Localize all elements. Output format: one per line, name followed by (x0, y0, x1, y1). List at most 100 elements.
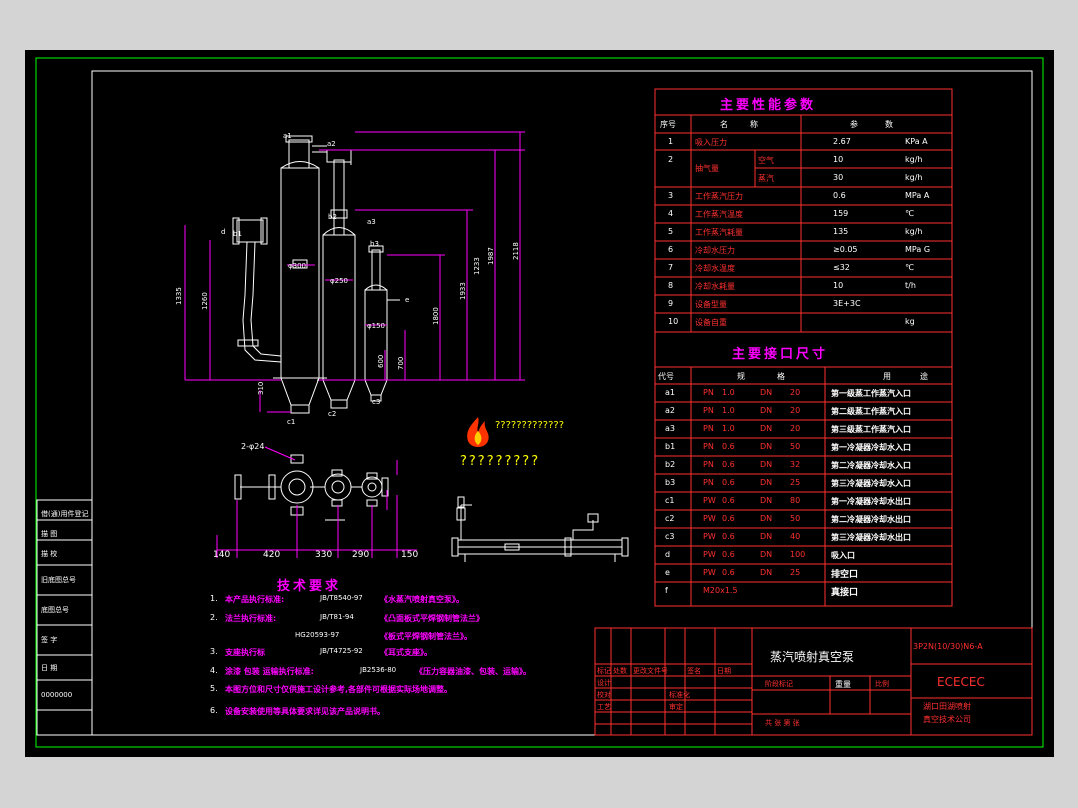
perf-row-unit: MPa G (905, 245, 931, 254)
perf-row-unit: t/h (905, 281, 916, 290)
perf-row-no: 9 (668, 299, 674, 308)
perf-row-unit: ℃ (905, 263, 914, 272)
nozzle-row-diameter: 20 (790, 388, 801, 397)
perf-row-value: 10 (833, 281, 844, 290)
perf-row-unit: MPa A (905, 191, 930, 200)
stage-label: 阶段标记 (765, 680, 793, 688)
tech-req-text: 支座执行标 (225, 648, 265, 657)
diameter-dim: φ250 (330, 277, 348, 285)
perf-row-value: ≤32 (833, 263, 850, 272)
elevation-height-dim: 1800 (432, 307, 440, 325)
drawing-code: ECECEC (937, 675, 985, 689)
perf-row-name: 工作蒸汽压力 (695, 192, 743, 201)
nozzle-row-pn: PN (703, 478, 714, 487)
nozzle-row-pressure: 0.6 (722, 514, 735, 523)
nozzle-row-code: f (665, 586, 668, 595)
nozzle-row-pn: PW (703, 550, 716, 559)
diameter-dim: φ150 (367, 322, 385, 330)
strip-label: 描 图 (41, 530, 58, 538)
sheet-label: 共 张 第 张 (765, 719, 800, 727)
nozzle-row-pressure: 0.6 (722, 478, 735, 487)
nozzle-row-pn: PW (703, 532, 716, 541)
nozzle-row-pn: PW (703, 514, 716, 523)
nozzle-row-dn: DN (760, 460, 773, 469)
nozzle-row-dn: DN (760, 496, 773, 505)
tech-req-standard: HG20593-97 (295, 631, 340, 639)
perf-row-unit: kg/h (905, 155, 923, 164)
nozzle-row-dn: DN (760, 532, 773, 541)
perf-row-name: 吸入压力 (695, 138, 727, 147)
elevation-height-dim: 1933 (459, 282, 467, 300)
perf-row-name: 冷却水压力 (695, 246, 735, 255)
nozzle-row-code: b2 (665, 460, 676, 469)
tech-req-number: 6. (210, 706, 218, 715)
outer-frame (35, 57, 1044, 748)
check-label: 校对 (597, 691, 611, 699)
perf-row-no: 4 (668, 209, 674, 218)
nozzle-tag: a1 (283, 132, 292, 140)
nozzle-tag: b2 (328, 213, 337, 221)
perf-row-name: 设备自重 (695, 318, 727, 327)
company-line-2: 真空技术公司 (923, 715, 971, 724)
tech-req-number: 2. (210, 613, 218, 622)
nozzle-row-diameter: 25 (790, 478, 801, 487)
strip-label: 0000000 (41, 691, 73, 699)
nozzle-header-use-b: 途 (920, 372, 928, 381)
nozzle-row-code: a3 (665, 424, 675, 433)
nozzle-tag: a3 (367, 218, 376, 226)
tech-req-title-ref: 《水蒸汽喷射真空泵》。 (380, 595, 464, 604)
nozzle-row-pn: PN (703, 406, 714, 415)
elevation-height-dim: 600 (377, 354, 385, 368)
nozzle-header-code: 代号 (658, 372, 674, 381)
design-label: 设计 (597, 679, 611, 687)
perf-row-sub: 空气 (758, 156, 774, 165)
logo-line-2: ????????? (460, 454, 541, 469)
plan-width-dim: 150 (401, 550, 419, 560)
perf-row-unit: kg/h (905, 227, 923, 236)
perf-row-unit: KPa A (905, 137, 928, 146)
perf-row-value: 0.6 (833, 191, 846, 200)
plan-view (234, 454, 389, 521)
perf-row-no: 6 (668, 245, 674, 254)
title-block-grid (594, 627, 1033, 736)
nozzle-row-dn: DN (760, 388, 773, 397)
nozzle-row-code: c1 (665, 496, 675, 505)
nozzle-row-use: 第二级蒸工作蒸汽入口 (831, 407, 911, 416)
perf-row-value: 2.67 (833, 137, 851, 146)
tech-req-standard: JB/T4725-92 (320, 647, 363, 655)
strip-label: 底图总号 (41, 606, 69, 614)
tech-req-title-ref: 《耳式支座》。 (380, 648, 432, 657)
perf-row-value: ≥0.05 (833, 245, 858, 254)
nozzle-row-code: a1 (665, 388, 675, 397)
nozzle-row-use: 第三冷凝器冷却水入口 (831, 479, 911, 488)
strip-label: 签 字 (41, 636, 58, 644)
nozzle-table-title: 主要接口尺寸 (732, 347, 829, 362)
nozzle-row-dn: DN (760, 568, 773, 577)
elevation-height-dim: 1233 (473, 257, 481, 275)
nozzle-header-spec-a: 规 (737, 372, 745, 381)
tech-req-number: 5. (210, 684, 218, 693)
tech-req-standard: JB/T81-94 (320, 613, 354, 621)
perf-row-name: 冷却水耗量 (695, 282, 735, 291)
elevation-height-dim: 1260 (201, 292, 209, 310)
nozzle-header-spec-b: 格 (777, 372, 785, 381)
nozzle-row-pn: PN (703, 442, 714, 451)
strip-label: 日 期 (41, 664, 58, 672)
perf-row-unit: ℃ (905, 209, 914, 218)
perf-row-unit: kg/h (905, 173, 923, 182)
nozzle-row-dn: DN (760, 478, 773, 487)
plan-width-dim: 290 (352, 550, 370, 560)
nozzle-tag: 310 (257, 381, 265, 395)
tech-req-text: 本图方位和尺寸仅供施工设计参考,各部件可根据实际场地调整。 (225, 685, 453, 694)
strip-label: 旧底图总号 (41, 576, 76, 584)
process-diagram (451, 496, 629, 562)
qty-label: 处数 (613, 667, 627, 675)
perf-header-name-b: 称 (750, 120, 758, 129)
nozzle-row-pressure: 1.0 (722, 424, 735, 433)
nozzle-row-use: 吸入口 (831, 551, 855, 560)
nozzle-row-use: 排空口 (831, 570, 859, 580)
tech-req-title-ref: 《板式平焊钢制管法兰》。 (380, 632, 472, 641)
tech-req-number: 1. (210, 594, 218, 603)
tech-req-number: 3. (210, 647, 218, 656)
nozzle-row-use: 第二冷凝器冷却水入口 (831, 461, 911, 470)
